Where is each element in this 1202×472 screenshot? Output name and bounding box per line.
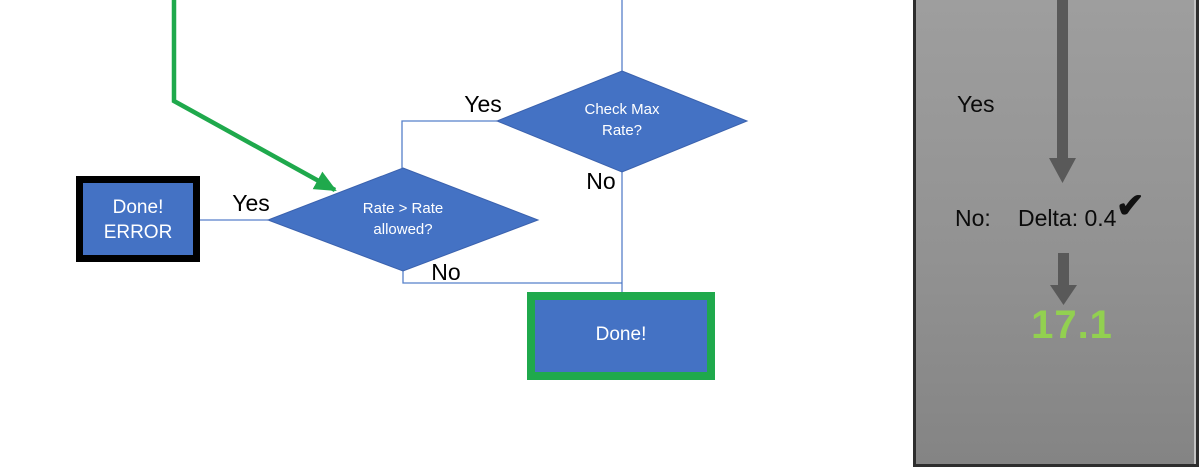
- side-panel-arrows: [1049, 0, 1077, 305]
- connector-no-rate-allowed: [402, 271, 622, 284]
- panel-result-value: 17.1: [1031, 303, 1113, 347]
- done-error-box-label: Done! ERROR: [103, 197, 173, 243]
- checkmax-yes-label: Yes: [464, 91, 502, 117]
- decision-rate-allowed-label: Rate > Rate allowed?: [362, 200, 444, 238]
- decision-rate-allowed-shape: [266, 167, 540, 272]
- down-arrow-long-icon: [1049, 0, 1076, 183]
- panel-yes-label: Yes: [957, 91, 995, 117]
- rate-allowed-no-label: No: [431, 259, 461, 285]
- down-arrow-short-icon: [1050, 253, 1077, 305]
- done-box-shape: [527, 292, 715, 380]
- panel-no-label: No:: [955, 205, 991, 231]
- checkmark-icon: ✔: [1116, 187, 1145, 225]
- flowchart-graphics: [76, 0, 749, 380]
- decision-check-max-label: Check Max Rate?: [584, 101, 660, 139]
- rate-allowed-yes-label: Yes: [232, 190, 270, 216]
- done-box-label: Done!: [595, 324, 647, 345]
- green-flow-arrow: [171, 0, 337, 192]
- decision-check-max-shape: [495, 70, 749, 173]
- done-error-box-shape: [76, 176, 200, 262]
- side-panel: Yes No: Delta: 0.4 ✔ 17.1: [913, 0, 1199, 467]
- connector-yes-checkmax: [401, 120, 497, 168]
- panel-delta-value: Delta: 0.4: [1018, 205, 1117, 231]
- checkmax-no-label: No: [586, 168, 616, 194]
